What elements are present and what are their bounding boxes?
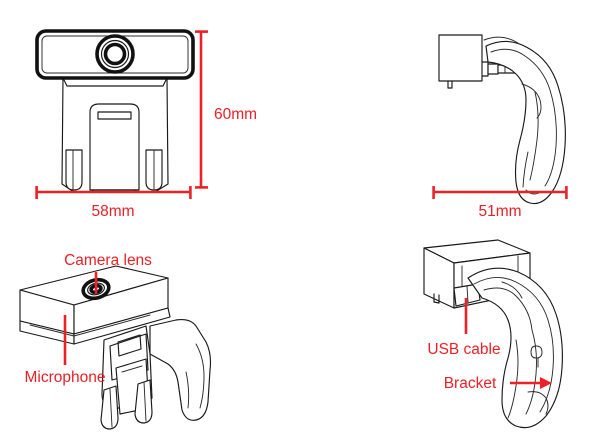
iso-front-bracket (100, 319, 212, 430)
height-dimension-label: 60mm (214, 106, 257, 123)
callout-camera-lens: Camera lens (64, 252, 152, 294)
webcam-side-view-panel: 51mm (302, 0, 604, 222)
iso-rear-bracket (467, 267, 563, 429)
webcam-front-view-panel: 60mm 58mm (0, 0, 302, 222)
webcam-side-drawing (438, 34, 566, 205)
front-clip-stand (61, 77, 169, 193)
webcam-iso-front-panel: Camera lens Microphone (0, 222, 302, 445)
bracket-arrow-icon (540, 377, 552, 389)
callout-camera-lens-label: Camera lens (64, 252, 152, 269)
depth-dimension: 51mm (432, 186, 568, 220)
callout-bracket: Bracket (444, 375, 552, 392)
width-dimension: 58mm (35, 186, 192, 220)
callout-microphone-label: Microphone (25, 369, 106, 386)
callout-usb-cable-label: USB cable (427, 341, 500, 358)
width-dimension-label: 58mm (91, 203, 134, 220)
webcam-front-drawing (35, 29, 195, 193)
front-camera-lens (95, 34, 135, 74)
callout-bracket-label: Bracket (444, 375, 497, 392)
callout-microphone: Microphone (25, 315, 106, 386)
webcam-iso-rear-panel: USB cable Bracket (302, 222, 604, 445)
height-dimension: 60mm (195, 30, 257, 189)
depth-dimension-label: 51mm (478, 203, 521, 220)
iso-rear-usb-cable (453, 283, 481, 307)
webcam-iso-rear-drawing (423, 239, 563, 429)
webcam-iso-front-drawing (19, 265, 212, 430)
side-bracket-arm (483, 36, 566, 205)
callout-usb-cable: USB cable (427, 298, 501, 358)
front-camera-body (35, 29, 195, 80)
side-camera-body (438, 34, 489, 89)
